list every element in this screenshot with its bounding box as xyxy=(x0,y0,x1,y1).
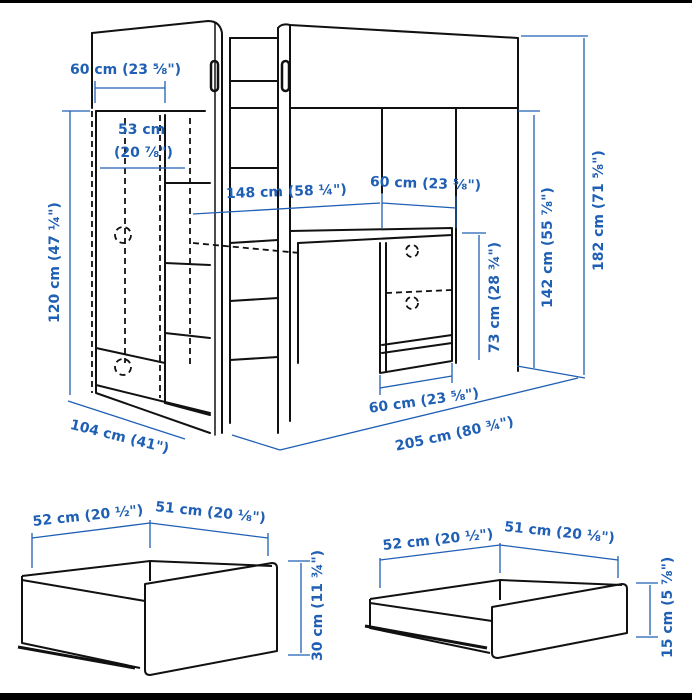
handle-slot-right xyxy=(280,59,291,93)
dim-small-drawer-height: 15 cm (5 ⅞") xyxy=(660,556,676,658)
dim-wardrobe-width: 60 cm (23 ⅝") xyxy=(70,62,182,78)
dim-wardrobe-height: 120 cm (47 ¼") xyxy=(47,202,63,323)
small-drawer-front xyxy=(491,583,628,659)
desk-top xyxy=(289,227,453,244)
dim-platform-height: 142 cm (55 ⅞") xyxy=(540,187,556,308)
dim-total-height: 182 cm (71 ⅝") xyxy=(591,150,607,271)
line-drawing xyxy=(17,20,658,676)
small-drawer-back xyxy=(369,579,623,600)
large-drawer-side xyxy=(21,576,141,669)
dim-large-drawer-height: 30 cm (11 ¾") xyxy=(310,549,326,661)
dim-bed-inner-length: 148 cm (58 ¼") xyxy=(225,181,348,203)
diagram-canvas: 60 cm (23 ⅝") 53 cm (20 ⅞") 148 cm (58 ¼… xyxy=(0,3,692,693)
dim-wardrobe-inner-cm: 53 cm xyxy=(118,122,166,138)
dim-desk-height: 73 cm (28 ¾") xyxy=(487,241,503,353)
dim-wardrobe-inner-in: (20 ⅞") xyxy=(114,145,173,161)
large-drawer-front xyxy=(144,562,278,676)
wardrobe-frame xyxy=(95,110,211,434)
left-headboard xyxy=(91,20,223,434)
dim-desk-depth: 60 cm (23 ⅝") xyxy=(369,174,482,194)
handle-slot-left xyxy=(209,59,220,93)
